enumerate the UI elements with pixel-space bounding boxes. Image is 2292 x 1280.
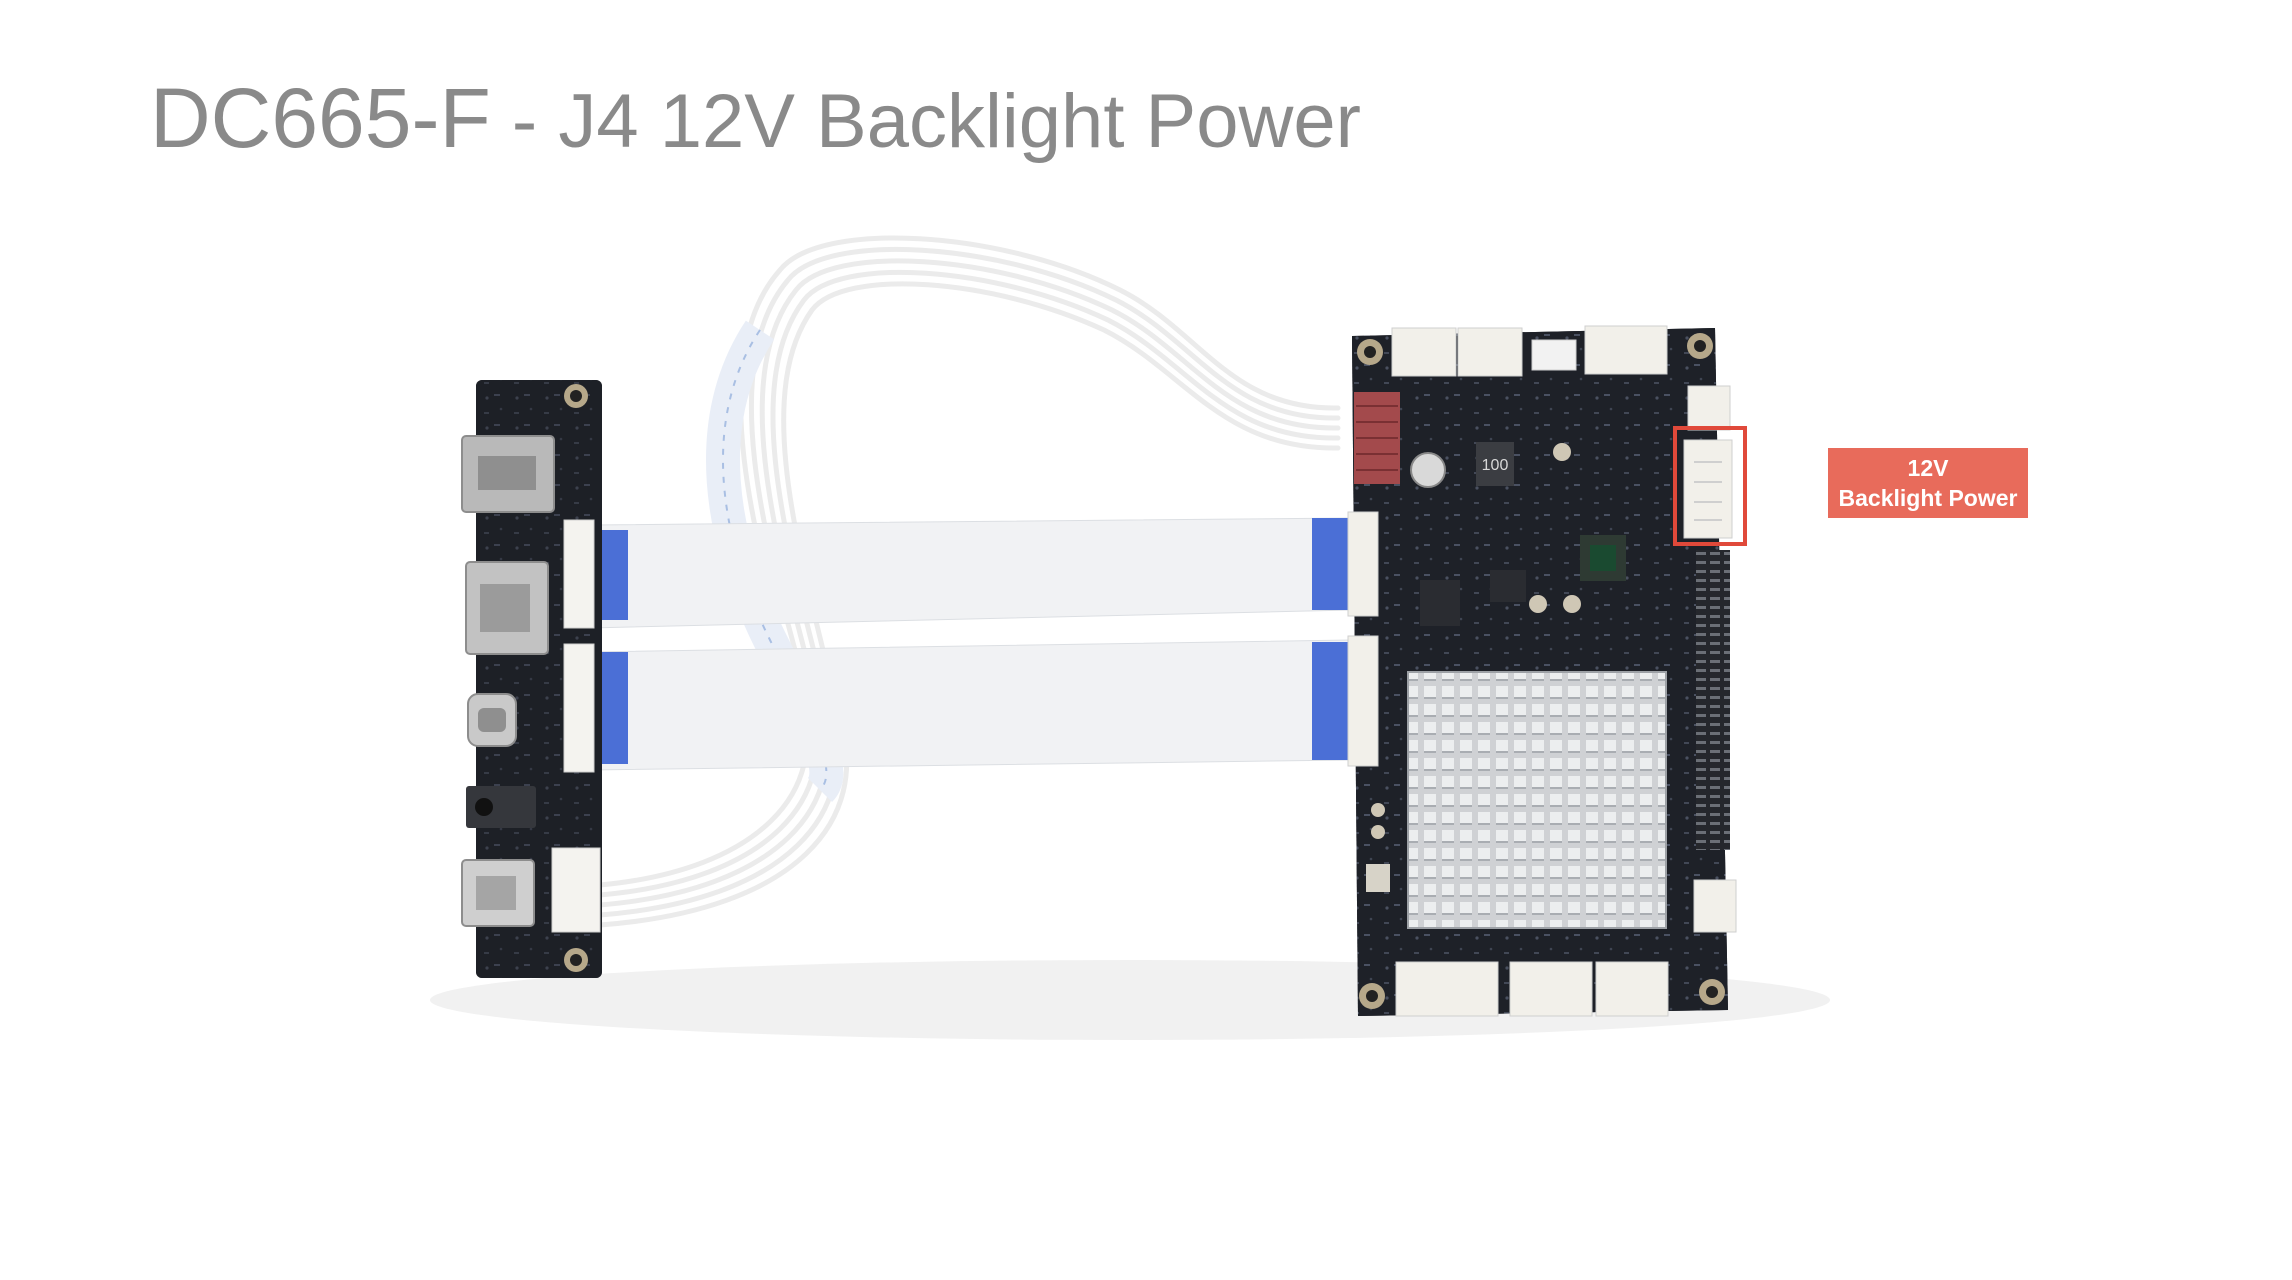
side-connector: [1687, 385, 1731, 431]
pin-header: [1696, 550, 1730, 850]
title-separator: -: [511, 79, 538, 164]
j4-highlight-box: [1673, 426, 1747, 546]
bottom-connector: [1509, 961, 1593, 1017]
top-connector: [1457, 327, 1523, 377]
io-adapter-board: [461, 380, 602, 978]
fpc-connector: [1347, 635, 1379, 767]
j4-connector: [1683, 439, 1733, 539]
main-controller-board: 100: [1347, 325, 1737, 1017]
fpc-connector: [563, 519, 595, 629]
callout-line-1: 12V: [1907, 455, 1949, 481]
fpc-stiffener-right-1: [1312, 518, 1348, 610]
bottom-connector: [1395, 961, 1499, 1017]
chip: [1420, 580, 1460, 626]
fpc-connector: [563, 643, 595, 773]
wire-harness: [597, 235, 1341, 928]
dip-switch: [1366, 864, 1390, 892]
inductor-marking: 100: [1482, 457, 1509, 474]
side-connector: [1693, 879, 1737, 933]
inductor: [1476, 442, 1514, 486]
title-subtitle: J4 12V Backlight Power: [558, 79, 1361, 164]
wire-connector: [551, 847, 601, 933]
top-connector: [1391, 327, 1457, 377]
callout-line-2: Backlight Power: [1838, 485, 2018, 511]
backlight-power-callout: 12V Backlight Power: [1828, 448, 2028, 518]
fpc-cables: [589, 517, 1351, 771]
audio-jack: [466, 786, 536, 828]
heatsink: [1407, 671, 1667, 929]
title-model: DC665-F: [150, 71, 491, 165]
page-title: DC665-F - J4 12V Backlight Power: [150, 70, 1361, 167]
fpc-connector: [1347, 511, 1379, 617]
bottom-connector: [1595, 961, 1669, 1017]
chip: [1490, 570, 1526, 602]
capacitor: [1410, 452, 1446, 488]
top-connector: [1584, 325, 1668, 375]
fpc-stiffener-right-2: [1312, 642, 1348, 760]
